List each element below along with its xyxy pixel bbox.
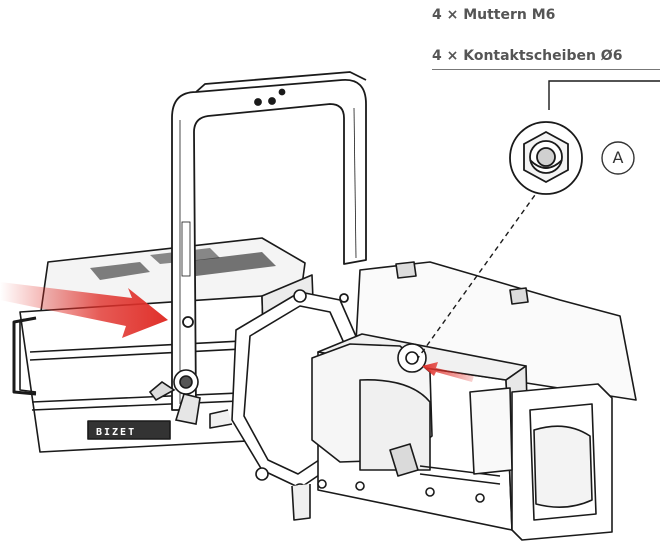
brand-plate-text: BIZET bbox=[96, 427, 137, 438]
label-underline bbox=[432, 69, 660, 70]
nuts-label: 4 × Muttern M6 bbox=[432, 7, 556, 23]
insert-direction-arrow bbox=[0, 282, 168, 338]
tilt-lock-knob bbox=[148, 369, 201, 425]
nut-location-arrow bbox=[422, 362, 474, 382]
leader-line bbox=[417, 80, 660, 359]
washers-label: 4 × Kontaktscheiben Ø6 bbox=[432, 48, 623, 64]
attachment-housing bbox=[311, 261, 637, 541]
yoke-logo bbox=[181, 221, 191, 277]
callout-circle bbox=[601, 141, 635, 175]
nut-detail-icon bbox=[509, 121, 583, 195]
callout-letter: A bbox=[612, 148, 624, 167]
